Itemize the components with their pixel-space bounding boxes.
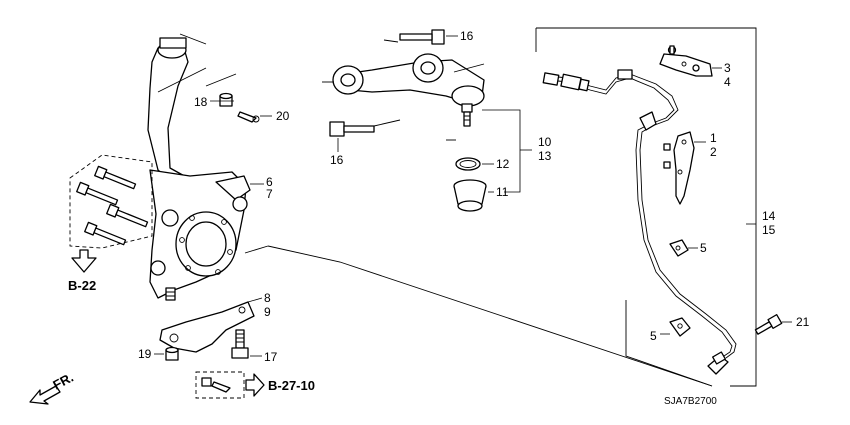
part-19-nut[interactable] bbox=[165, 346, 179, 361]
b22-reference[interactable]: B-22 bbox=[68, 249, 97, 293]
label-16-bottom: 16 bbox=[330, 153, 344, 167]
label-8: 8 bbox=[264, 291, 271, 305]
part-5-clip-upper[interactable] bbox=[669, 239, 689, 257]
label-7: 7 bbox=[266, 187, 273, 201]
label-17: 17 bbox=[264, 350, 278, 364]
b2710-label: B-27-10 bbox=[268, 378, 315, 393]
b2710-reference[interactable]: B-27-10 bbox=[245, 373, 315, 397]
part-1-2-bracket[interactable] bbox=[663, 131, 695, 205]
wheel-speed-sensor-harness[interactable] bbox=[542, 69, 737, 375]
sensor-group-outline bbox=[536, 27, 757, 387]
label-14: 14 bbox=[762, 209, 776, 223]
label-21: 21 bbox=[796, 315, 810, 329]
part-3-4-bracket[interactable] bbox=[659, 45, 713, 77]
b22-label: B-22 bbox=[68, 278, 96, 293]
part-8-9-bracket[interactable] bbox=[159, 301, 255, 353]
label-18: 18 bbox=[194, 95, 208, 109]
connector-line bbox=[267, 245, 713, 387]
label-15: 15 bbox=[762, 223, 776, 237]
part-16-bolt-top[interactable] bbox=[399, 29, 445, 45]
label-3: 3 bbox=[724, 61, 731, 75]
part-21-bolt[interactable] bbox=[754, 314, 783, 337]
part-20-cotter-pin[interactable] bbox=[237, 111, 260, 123]
label-4: 4 bbox=[724, 75, 731, 89]
b2710-dashed-box bbox=[195, 371, 245, 399]
label-5-upper: 5 bbox=[700, 241, 707, 255]
label-16-top: 16 bbox=[460, 29, 474, 43]
label-5-lower: 5 bbox=[650, 329, 657, 343]
label-13: 13 bbox=[538, 149, 552, 163]
label-12: 12 bbox=[496, 157, 510, 171]
label-10: 10 bbox=[538, 135, 552, 149]
part-11-dust-boot[interactable] bbox=[453, 179, 487, 212]
label-11: 11 bbox=[496, 185, 509, 199]
part-12-snap-ring[interactable] bbox=[455, 157, 481, 171]
label-19: 19 bbox=[138, 347, 152, 361]
label-1: 1 bbox=[710, 131, 717, 145]
label-20: 20 bbox=[276, 109, 290, 123]
front-direction-arrow: FR. bbox=[29, 370, 76, 405]
label-9: 9 bbox=[264, 305, 271, 319]
steering-knuckle[interactable] bbox=[147, 37, 251, 301]
label-2: 2 bbox=[710, 145, 717, 159]
upper-control-arm[interactable] bbox=[332, 53, 485, 127]
part-17-bolt[interactable] bbox=[231, 329, 249, 359]
bolt-group-outline bbox=[69, 154, 153, 249]
part-16-bolt-bottom[interactable] bbox=[329, 121, 375, 137]
label-6: 6 bbox=[266, 175, 273, 189]
part-5-clip-lower[interactable] bbox=[669, 317, 691, 337]
b2710-parts bbox=[201, 377, 231, 393]
bolt-group[interactable] bbox=[76, 165, 149, 247]
part-18-nut[interactable] bbox=[219, 92, 233, 107]
diagram-code: SJA7B2700 bbox=[664, 396, 717, 407]
